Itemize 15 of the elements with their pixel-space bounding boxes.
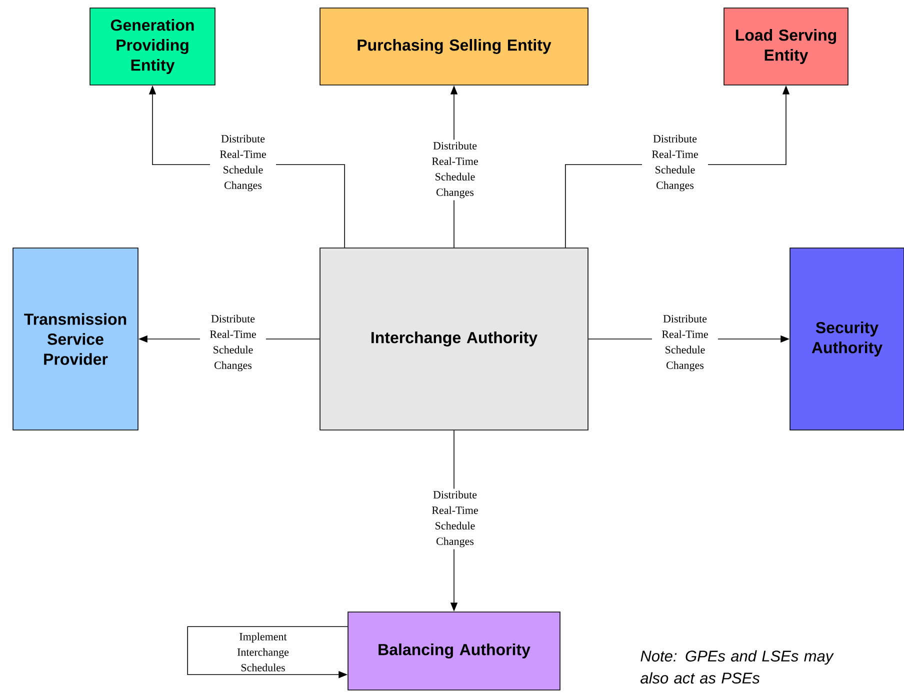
entity-box: Interchange Authority <box>320 248 588 430</box>
entity-box: Balancing Authority <box>348 612 560 690</box>
entity-box: Generation Providing Entity <box>90 8 216 86</box>
edge-label: Distribute Real-Time Schedule Changes <box>642 132 708 194</box>
entity-box: Security Authority <box>790 248 904 430</box>
edge-label: Distribute Real-Time Schedule Changes <box>200 312 266 374</box>
entity-box: Transmission Service Provider <box>12 248 138 430</box>
edge-label: Distribute Real-Time Schedule Changes <box>652 312 718 374</box>
note: Note: GPEs and LSEs may also act as PSEs <box>640 650 834 684</box>
edge-label: Distribute Real-Time Schedule Changes <box>210 132 276 194</box>
edge-label: Distribute Real-Time Schedule Changes <box>422 488 488 550</box>
entity-box: Load Serving Entity <box>724 8 848 86</box>
edge-label: Distribute Real-Time Schedule Changes <box>422 140 488 200</box>
edge-label: Implement Interchange Schedules <box>226 630 300 674</box>
entity-box: Purchasing Selling Entity <box>320 8 588 86</box>
